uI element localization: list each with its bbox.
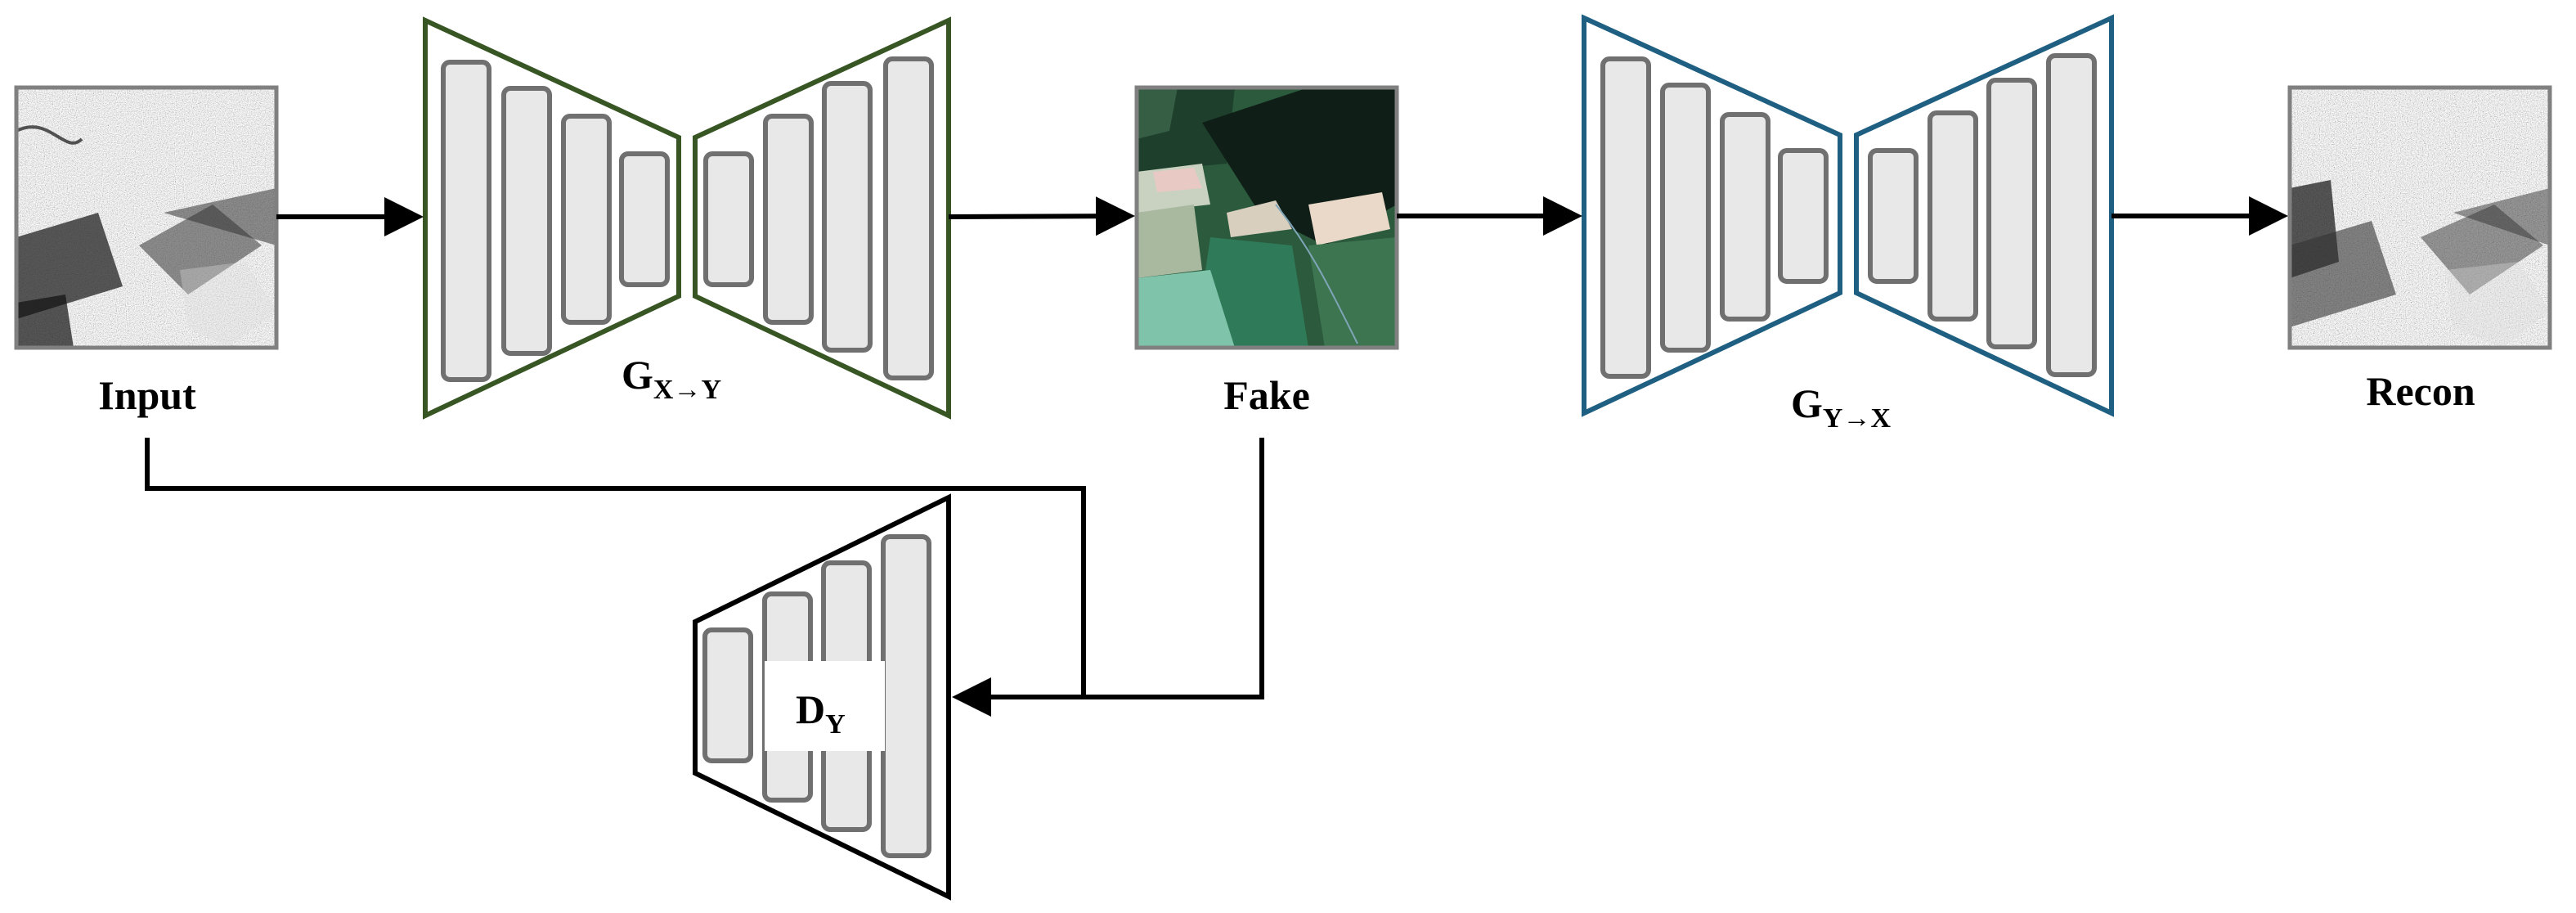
discriminator-label: DY <box>796 686 846 740</box>
input-image <box>14 85 279 350</box>
decoder-block <box>822 81 873 353</box>
decoder-block <box>1986 78 2037 349</box>
arrow-fake-to-discriminator <box>952 438 1264 717</box>
input-label: Input <box>98 372 196 418</box>
encoder-block <box>501 86 552 356</box>
decoder-block <box>2046 53 2097 377</box>
decoder-block <box>1928 110 1978 322</box>
discriminator-block <box>702 627 753 763</box>
encoder-block <box>1778 148 1829 284</box>
recon-image <box>2287 85 2552 350</box>
fake-label: Fake <box>1223 372 1310 418</box>
recon-label: Recon <box>2366 368 2475 414</box>
generator-yx <box>1582 14 2114 417</box>
encoder-block <box>1720 112 1770 322</box>
encoder-block <box>1660 83 1711 353</box>
discriminator-block <box>881 534 931 858</box>
decoder-block <box>883 56 934 380</box>
encoder-block <box>1600 56 1651 379</box>
discriminator-y <box>693 493 951 901</box>
encoder-block <box>441 60 491 382</box>
generator-xy <box>423 16 951 420</box>
fake-image <box>1134 85 1399 350</box>
generator-yx-label: GY→X <box>1791 380 1891 434</box>
encoder-block <box>561 114 612 325</box>
decoder-block <box>703 151 754 287</box>
arrow-gxy-to-fake <box>948 196 1135 236</box>
connector-input-to-discriminator <box>145 438 1086 697</box>
encoder-block <box>619 151 670 287</box>
decoder-block <box>763 114 814 325</box>
discriminator-label-bg <box>765 661 885 751</box>
generator-xy-label: GX→Y <box>622 352 721 405</box>
decoder-block <box>1868 148 1919 284</box>
